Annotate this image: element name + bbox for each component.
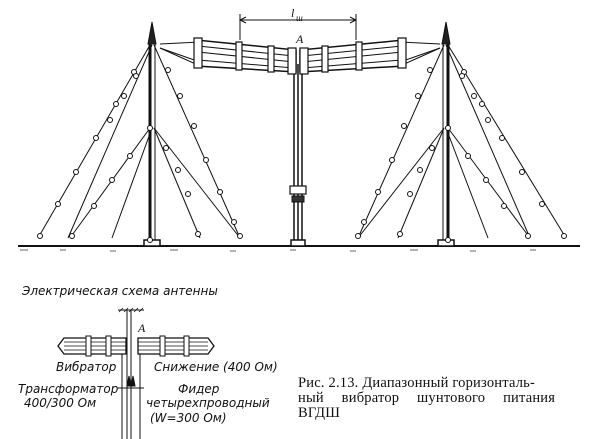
center-descent — [289, 64, 307, 247]
cage-vibrator-right — [299, 37, 441, 75]
caption-line-1: Рис. 2.13. Диапазонный горизонталь- — [298, 375, 536, 391]
descent-label: Снижение (400 Ом) — [154, 360, 278, 374]
caption-line-3: ВГДШ — [298, 405, 341, 421]
left-mast — [37, 21, 241, 247]
feeder-label-3: (W=300 Ом) — [150, 411, 227, 425]
electrical-scheme — [57, 307, 215, 439]
figure-caption: Рис. 2.13. Диапазонный горизонталь- ный … — [298, 376, 598, 421]
right-mast-insulators — [355, 67, 567, 243]
transformer-label-1: Трансформатор — [18, 382, 119, 396]
dimension-label: l — [291, 6, 295, 20]
dimension-arrow: l ш A — [240, 6, 356, 46]
dimension-subscript: ш — [296, 13, 303, 23]
feeder-label-2: четырехпроводный — [146, 396, 270, 410]
cage-vibrator-left — [159, 37, 297, 75]
feeder-label-1: Фидер — [178, 382, 220, 396]
caption-line-2: ный вибратор шунтового питания — [298, 390, 556, 406]
point-a-top: A — [295, 32, 304, 46]
point-a-scheme: A — [137, 321, 146, 335]
vibrator-label: Вибратор — [56, 360, 117, 374]
left-mast-insulators — [37, 67, 243, 243]
scheme-title: Электрическая схема антенны — [21, 284, 218, 298]
transformer-label-2: 400/300 Ом — [24, 396, 96, 410]
